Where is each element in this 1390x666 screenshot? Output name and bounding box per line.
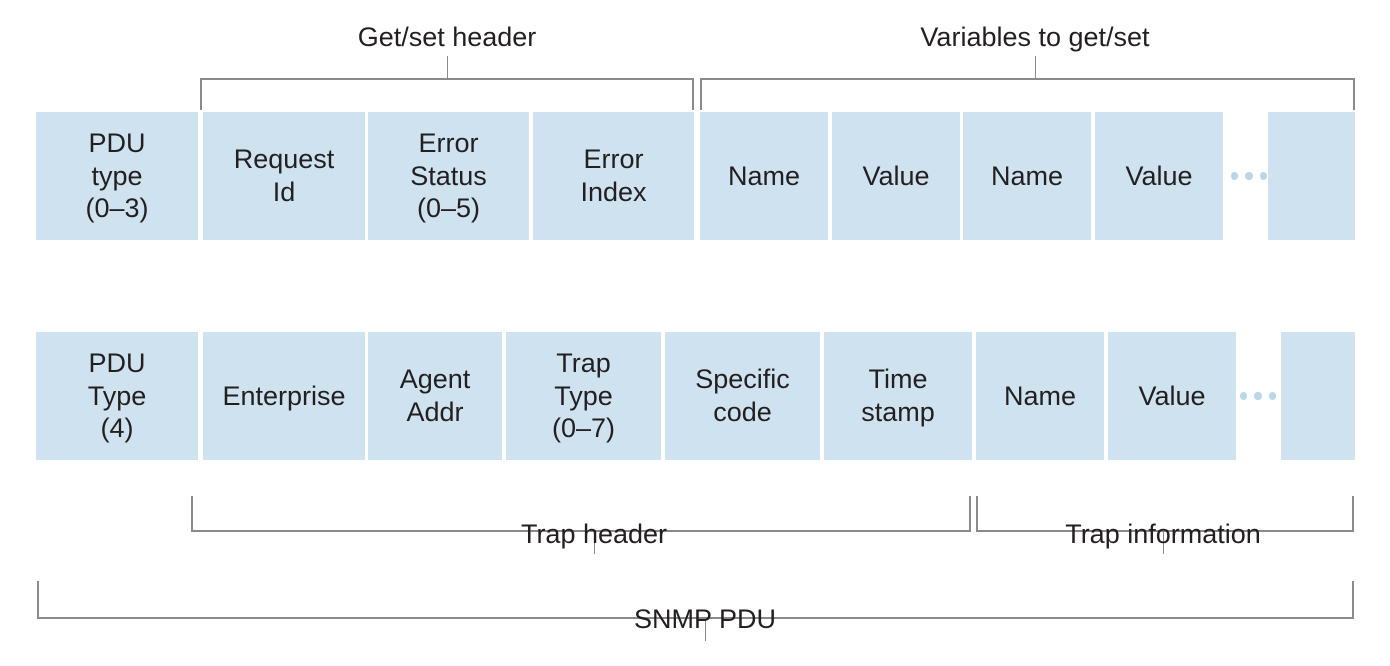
field-box-label: Name (1003, 380, 1077, 411)
field-box-label: Name (727, 160, 801, 191)
continuation-ellipsis-icon (1231, 112, 1267, 240)
bracket-label-getset-header: Get/set header (357, 22, 537, 52)
field-box-trap-pdu-7: Value (1108, 332, 1236, 460)
bracket-label-variables-to-getset: Variables to get/set (920, 22, 1150, 52)
field-box-label: Enterprise (222, 380, 346, 411)
bracket-label-trap-header: Trap header (520, 519, 668, 549)
field-box-trap-pdu-8 (1281, 332, 1355, 460)
field-box-label: Specific code (695, 364, 790, 427)
bracket-leg-right (692, 78, 694, 110)
bracket-stem (705, 619, 706, 641)
field-box-getset-pdu-8 (1268, 112, 1355, 240)
bracket-trap-header (191, 496, 971, 554)
field-box-label: Time stamp (861, 364, 935, 427)
field-box-label: Value (1125, 160, 1193, 191)
field-box-label: Request Id (233, 144, 335, 207)
bracket-variables-to-getset (700, 56, 1355, 112)
field-box-trap-pdu-5: Time stamp (824, 332, 972, 460)
bracket-leg-left (700, 78, 702, 110)
field-box-getset-pdu-3: Error Index (533, 112, 694, 240)
bracket-stem (594, 532, 595, 554)
bracket-span-line (191, 530, 971, 532)
field-box-trap-pdu-1: Enterprise (203, 332, 365, 460)
bracket-leg-left (976, 496, 978, 530)
field-box-getset-pdu-4: Name (700, 112, 828, 240)
continuation-ellipsis-icon (1240, 332, 1276, 460)
field-box-label: Agent Addr (399, 364, 471, 427)
bracket-snmp-pdu (37, 581, 1354, 641)
bracket-leg-right (1352, 581, 1354, 617)
bracket-stem (1035, 56, 1036, 78)
field-box-trap-pdu-6: Name (976, 332, 1104, 460)
field-box-label: PDU type (0–3) (85, 127, 149, 224)
field-box-label: Name (990, 160, 1064, 191)
bracket-leg-right (1352, 496, 1354, 530)
field-box-trap-pdu-4: Specific code (665, 332, 820, 460)
bracket-getset-header (200, 56, 694, 112)
bracket-label-trap-information: Trap information (1065, 519, 1261, 549)
bracket-span-line (37, 617, 1354, 619)
field-box-label: PDU Type (4) (87, 347, 147, 444)
field-box-label: Error Index (580, 144, 647, 207)
field-box-trap-pdu-3: Trap Type (0–7) (506, 332, 661, 460)
field-box-trap-pdu-0: PDU Type (4) (36, 332, 198, 460)
bracket-leg-left (191, 496, 193, 530)
bracket-span-line (200, 78, 694, 80)
field-box-trap-pdu-2: Agent Addr (368, 332, 502, 460)
bracket-label-snmp-pdu: SNMP PDU (633, 604, 777, 634)
bracket-span-line (700, 78, 1355, 80)
field-box-label: Trap Type (0–7) (551, 347, 616, 444)
field-box-label: Error Status (0–5) (410, 127, 487, 224)
field-box-getset-pdu-6: Name (963, 112, 1091, 240)
field-box-getset-pdu-7: Value (1095, 112, 1223, 240)
field-box-getset-pdu-2: Error Status (0–5) (368, 112, 529, 240)
bracket-trap-information (976, 496, 1354, 554)
bracket-leg-right (969, 496, 971, 530)
bracket-leg-right (1353, 78, 1355, 110)
bracket-leg-left (200, 78, 202, 110)
field-box-getset-pdu-1: Request Id (203, 112, 365, 240)
field-box-label: Value (862, 160, 930, 191)
field-box-getset-pdu-0: PDU type (0–3) (36, 112, 198, 240)
bracket-span-line (976, 530, 1354, 532)
bracket-leg-left (37, 581, 39, 617)
field-box-getset-pdu-5: Value (832, 112, 960, 240)
field-box-label: Value (1138, 380, 1206, 411)
bracket-stem (447, 56, 448, 78)
bracket-stem (1163, 532, 1164, 554)
